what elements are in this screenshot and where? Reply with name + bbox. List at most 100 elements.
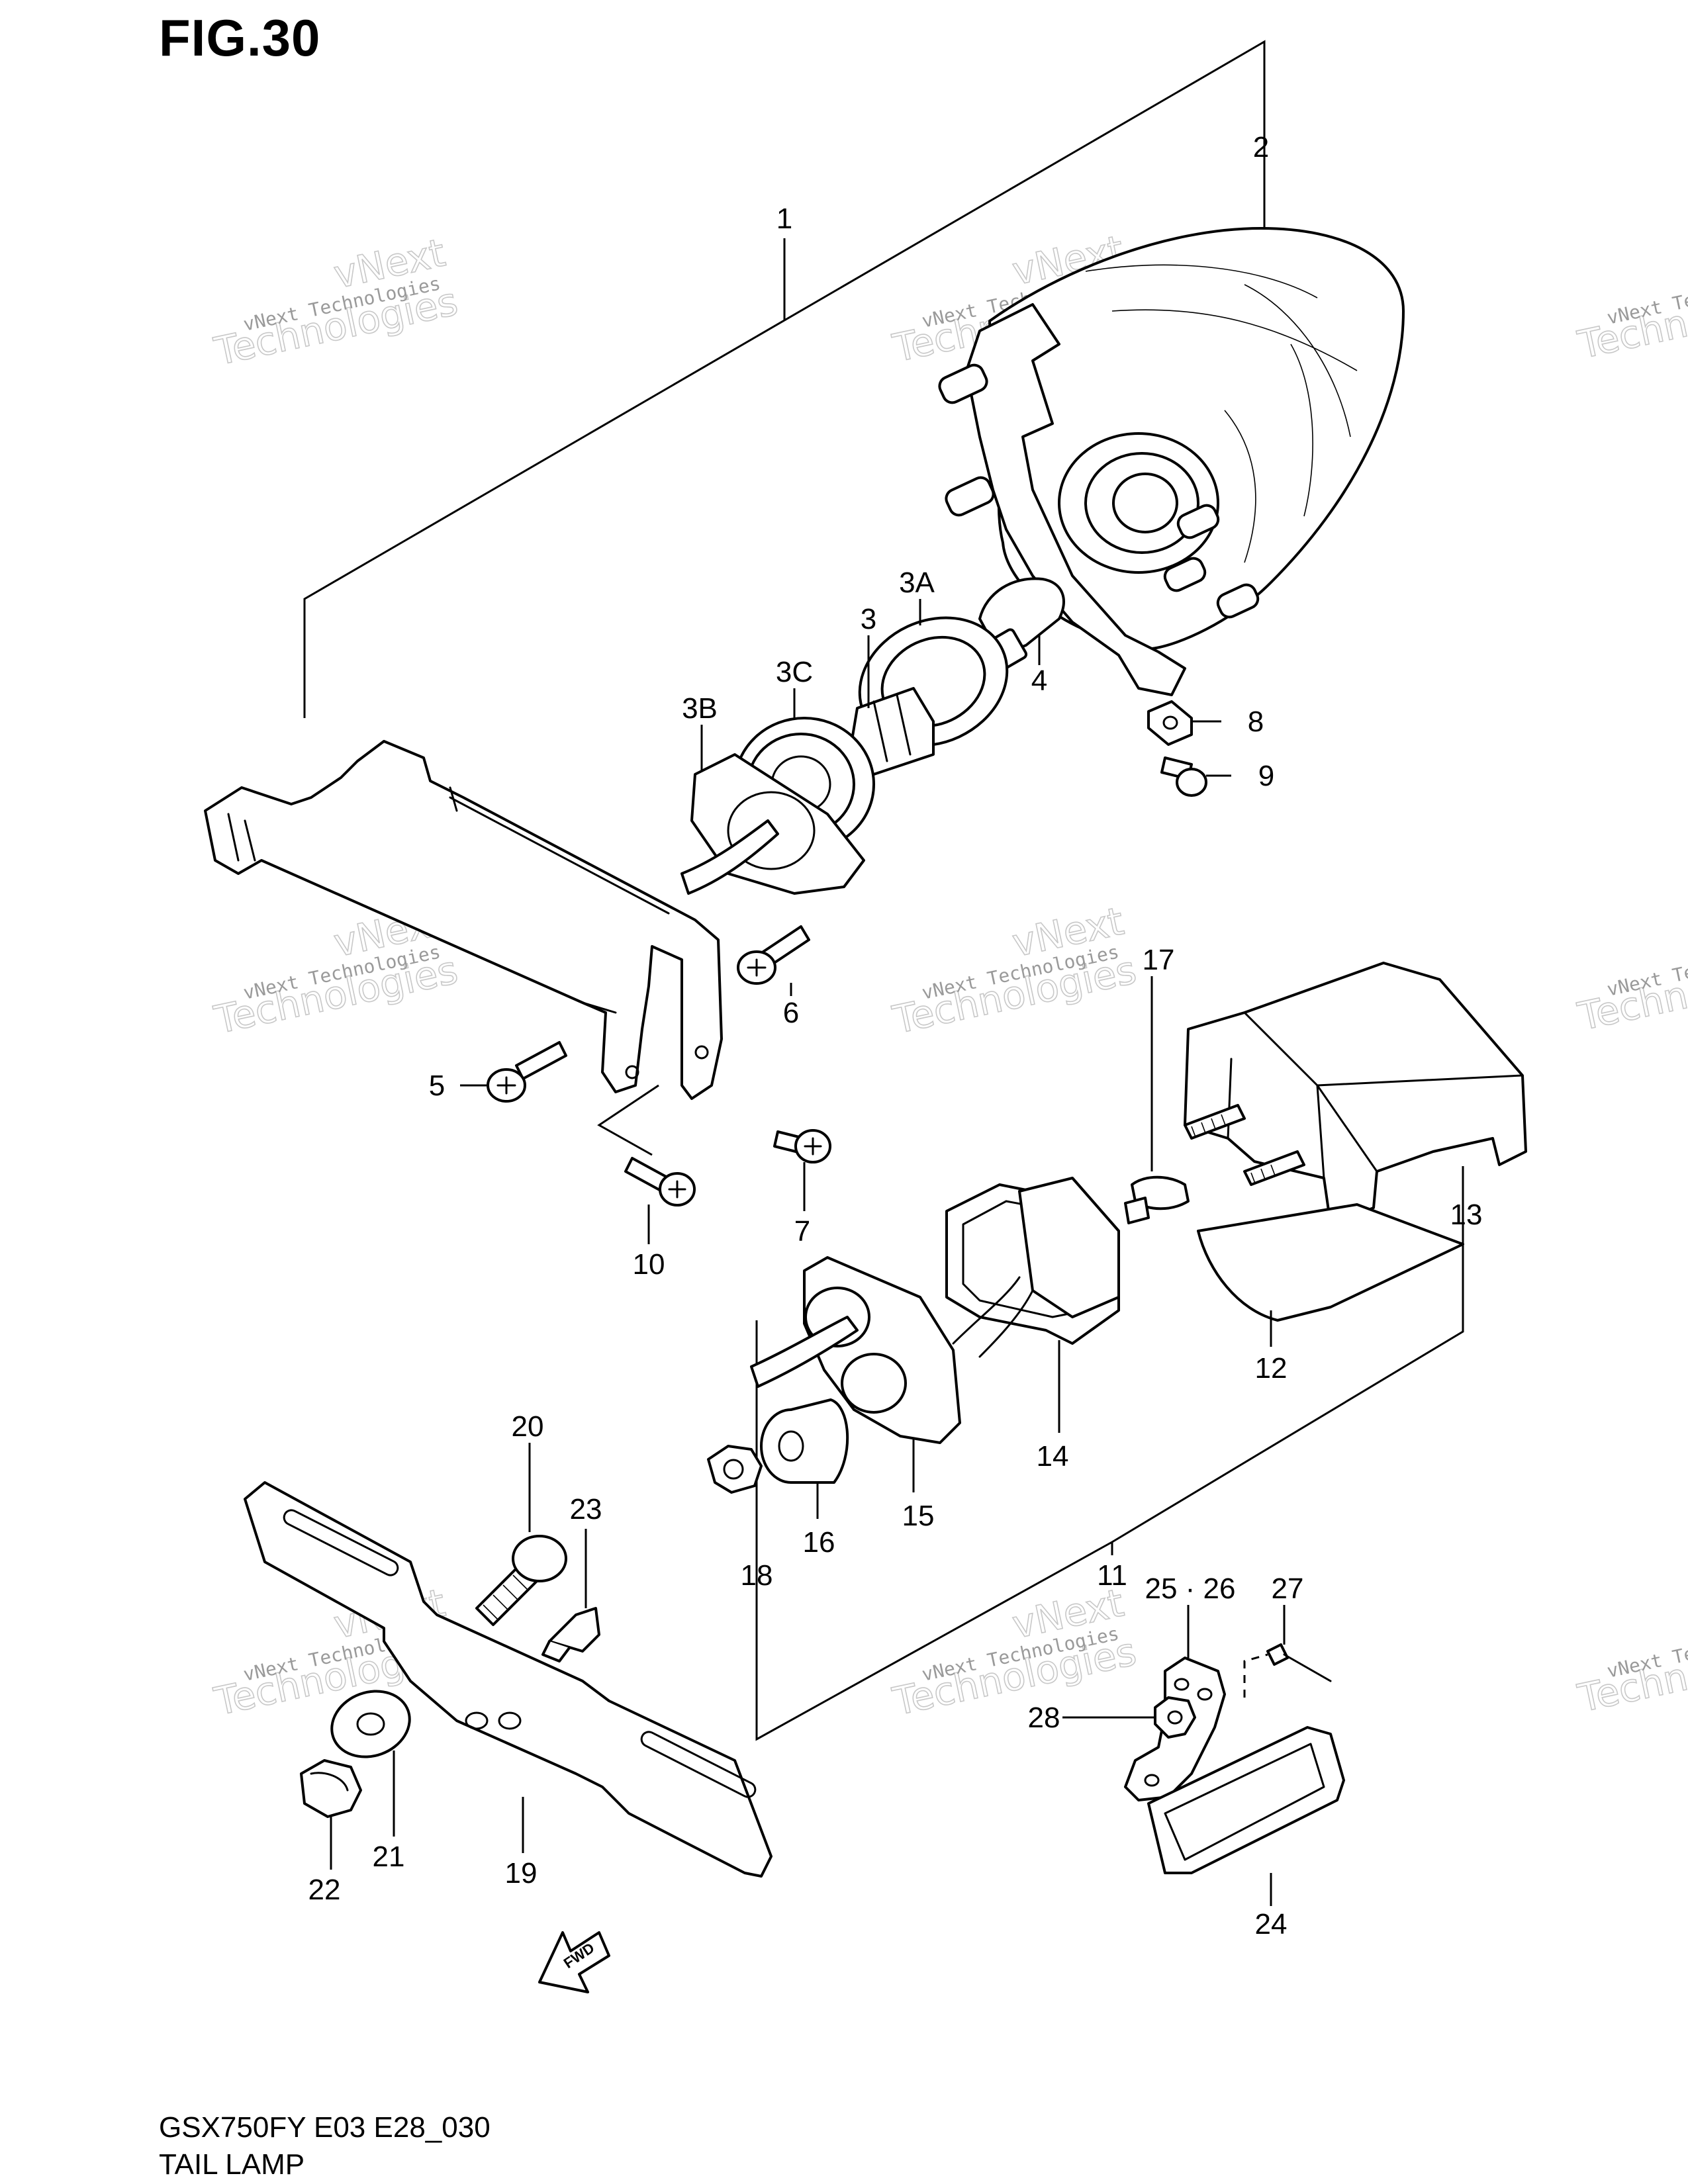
part-14-license-socket xyxy=(945,1177,1120,1358)
reflector-bracket-hole-3 xyxy=(1144,1774,1160,1787)
callout-10: 10 xyxy=(633,1248,665,1281)
nut-28-hole xyxy=(1167,1710,1183,1725)
callout-24: 24 xyxy=(1255,1908,1288,1940)
part-22-nut xyxy=(300,1759,362,1818)
watermark-mid-center: vNext Technologies vNext Technologies xyxy=(888,898,1141,1043)
lamp-mount-stud-5 xyxy=(1216,583,1260,619)
part-17-license-bulb xyxy=(1124,1175,1190,1224)
cushion-hole xyxy=(778,1430,804,1462)
callout-18: 18 xyxy=(741,1559,773,1592)
part-9-screw xyxy=(1160,756,1207,797)
nut-22-body xyxy=(300,1759,362,1818)
bracket-edges xyxy=(227,786,670,1014)
socket-wire-lead xyxy=(680,819,779,895)
part-28-nut xyxy=(1154,1696,1196,1739)
assembly-name: TAIL LAMP xyxy=(159,2148,305,2181)
license-bracket-body xyxy=(244,1481,773,1878)
callout-13: 13 xyxy=(1450,1199,1483,1231)
reflector-bracket-hole-2 xyxy=(1197,1688,1213,1701)
part-16-cushion xyxy=(760,1398,849,1484)
nut-28-body xyxy=(1154,1696,1196,1739)
callout-7: 7 xyxy=(794,1215,810,1248)
callout-16: 16 xyxy=(803,1526,835,1559)
callout-8: 8 xyxy=(1248,705,1264,738)
callout-labels: 1 2 3 3A 3B 3C 4 5 6 7 8 9 10 11 12 13 1… xyxy=(308,131,1483,1940)
callout-3C: 3C xyxy=(776,656,813,688)
grommet-plate-hole-2 xyxy=(841,1353,907,1414)
callout-28: 28 xyxy=(1028,1702,1060,1734)
bolt-20-threads xyxy=(483,1574,528,1620)
nut-18-hole xyxy=(723,1459,744,1480)
housing-edges xyxy=(1227,1011,1524,1179)
callout-3B: 3B xyxy=(682,692,718,725)
part-12-lens-cover xyxy=(1197,1203,1464,1322)
reflector-frame xyxy=(1147,1726,1345,1874)
housing-stud-threads xyxy=(1191,1114,1276,1184)
reflector-bracket-hole-1 xyxy=(1174,1678,1190,1691)
bracket-hole-1 xyxy=(625,1065,639,1079)
callout-1: 1 xyxy=(776,203,792,235)
screw-6-cross xyxy=(747,958,767,977)
reflector-face xyxy=(1164,1743,1325,1861)
clip-nut-body xyxy=(1147,700,1193,746)
license-bracket-slot-2 xyxy=(640,1731,757,1798)
lamp-mount-stud-4 xyxy=(1163,557,1207,592)
callout-6: 6 xyxy=(783,997,799,1029)
nut-18-body xyxy=(707,1445,763,1494)
washer-outer xyxy=(330,1690,411,1758)
part-23-rivet-cap xyxy=(541,1607,600,1662)
bracket-body xyxy=(204,740,723,1100)
figure-title: FIG.30 xyxy=(159,9,321,67)
callout-12: 12 xyxy=(1255,1352,1288,1385)
cushion-body xyxy=(790,1398,849,1484)
watermark-top-left: vNext Technologies vNext Technologies xyxy=(210,230,462,375)
rivet-pin-head xyxy=(1266,1643,1289,1666)
lens-cover-plate xyxy=(1197,1203,1464,1322)
part-15-grommet-plate xyxy=(750,1256,961,1444)
nut-22-chamfer xyxy=(310,1772,349,1792)
callout-11: 11 xyxy=(1097,1559,1127,1592)
license-bracket-hole-2 xyxy=(498,1711,522,1730)
screw-9-head xyxy=(1176,768,1207,797)
callout-2: 2 xyxy=(1253,131,1269,163)
part-8-clip-nut xyxy=(1147,700,1193,746)
bracket-line-5-10 xyxy=(597,1084,659,1156)
part-2-tail-lamp-lens xyxy=(938,227,1405,696)
part-13-license-lamp-housing xyxy=(1184,962,1527,1226)
callout-25-26: 25 · 26 xyxy=(1145,1572,1236,1605)
housing-stud-1 xyxy=(1184,1104,1246,1140)
screw-7-cross xyxy=(804,1137,822,1156)
license-bracket-hole-1 xyxy=(465,1711,489,1730)
callout-23: 23 xyxy=(570,1493,602,1525)
rivet-cap-tip xyxy=(541,1640,571,1662)
part-5-screw xyxy=(487,1041,567,1103)
socket-ribs xyxy=(872,694,912,762)
callout-14: 14 xyxy=(1037,1440,1069,1473)
part-1-lamp-bracket xyxy=(204,740,723,1100)
part-21-washer xyxy=(330,1690,411,1758)
part-27-rivet-pin xyxy=(1266,1643,1332,1682)
mount-plate-hole xyxy=(727,791,816,870)
callout-4: 4 xyxy=(1031,664,1047,697)
lamp-mount-stud-3 xyxy=(1176,504,1220,539)
housing-body xyxy=(1184,962,1527,1226)
grommet-plate-wire xyxy=(750,1316,859,1388)
callout-21: 21 xyxy=(373,1841,405,1873)
callout-15: 15 xyxy=(902,1500,935,1532)
model-code: GSX750FY E03 E28_030 xyxy=(159,2111,491,2144)
watermark-top-right: vNext Technologies vNext Technologies xyxy=(1573,265,1688,368)
part-24-reflector xyxy=(1147,1726,1345,1874)
housing-stud-2 xyxy=(1243,1150,1305,1186)
callout-27: 27 xyxy=(1272,1572,1304,1605)
part-20-bolt xyxy=(475,1535,567,1626)
screw-5-cross xyxy=(496,1076,516,1095)
part-18-nut xyxy=(707,1445,763,1494)
watermark-low-center: vNext Technologies vNext Technologies xyxy=(888,1580,1141,1725)
dash-27-to-bracket xyxy=(1243,1653,1268,1698)
lamp-housing-flange xyxy=(965,303,1186,696)
watermark-mid-right: vNext Technologies vNext Technologies xyxy=(1573,937,1688,1040)
callout-5: 5 xyxy=(429,1069,445,1102)
bolt-20-head xyxy=(512,1535,567,1582)
license-bulb-base xyxy=(1124,1197,1150,1224)
